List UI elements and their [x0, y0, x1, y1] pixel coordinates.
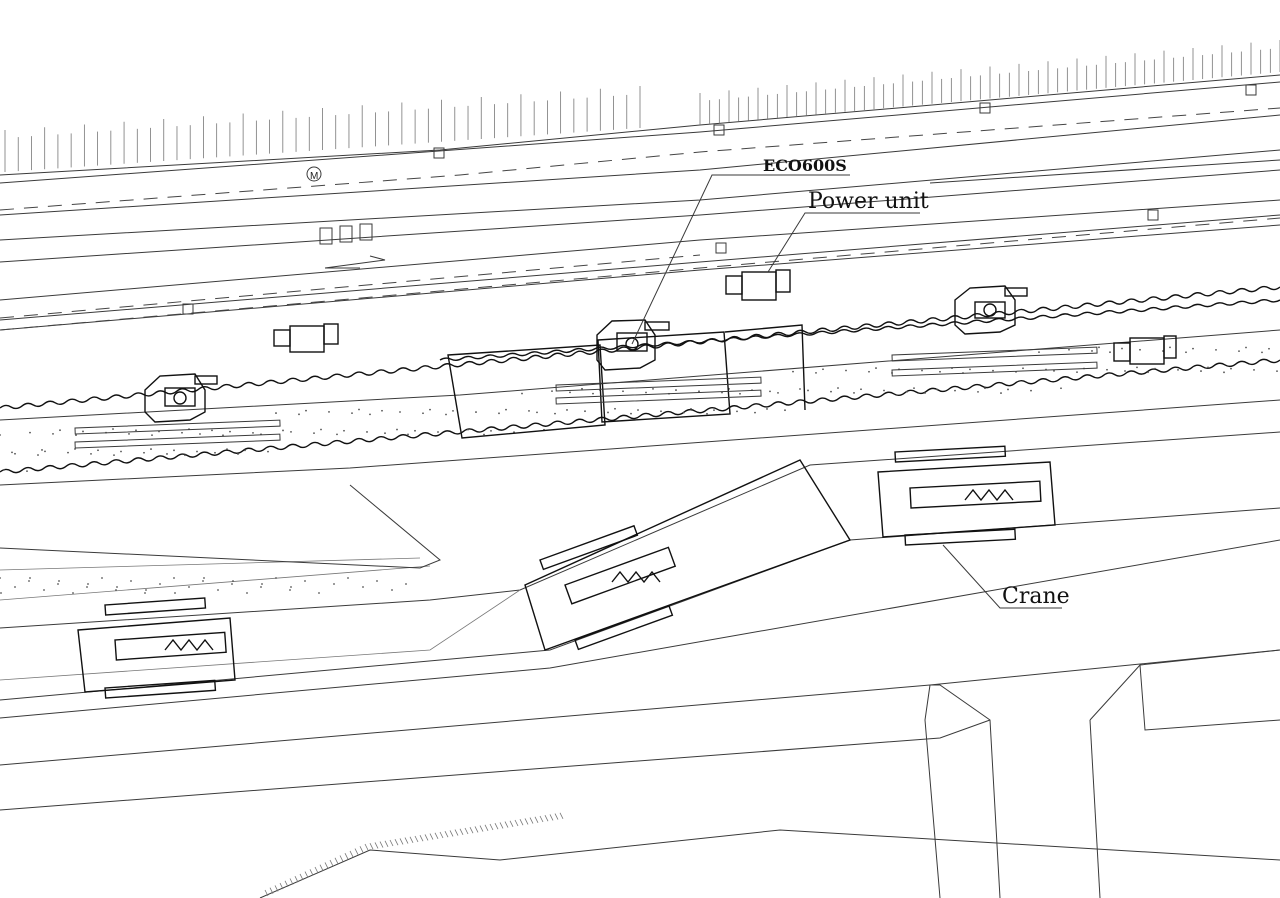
- road-lines: [0, 74, 1280, 331]
- fence-posts-right: [699, 40, 1280, 125]
- eco600s-machine-2[interactable]: [596, 319, 670, 371]
- eco600s-machine-3[interactable]: [954, 285, 1028, 335]
- lower-terrain: [0, 649, 1280, 898]
- pits: [74, 324, 1098, 449]
- eco600s-label: ECO600S: [763, 156, 847, 175]
- concrete-band: [0, 329, 1280, 601]
- power-unit-label: Power unit: [808, 189, 929, 214]
- sheet-pile-wall: [0, 285, 1280, 474]
- crane-2[interactable]: [524, 459, 852, 651]
- eco600s-machine-1[interactable]: [144, 373, 218, 423]
- fence-posts-left: [4, 86, 641, 172]
- crane-corridor: [0, 431, 1280, 719]
- road-markings: [0, 107, 1280, 331]
- crane-3[interactable]: [877, 445, 1056, 546]
- crane-label: Crane: [1002, 584, 1070, 609]
- crane-1[interactable]: [77, 597, 236, 699]
- leader-lines: [631, 174, 1062, 609]
- power-unit-3[interactable]: [1113, 335, 1177, 365]
- road-signs: [182, 84, 1257, 315]
- power-unit-1[interactable]: [273, 323, 339, 353]
- power-unit-2[interactable]: [725, 269, 791, 301]
